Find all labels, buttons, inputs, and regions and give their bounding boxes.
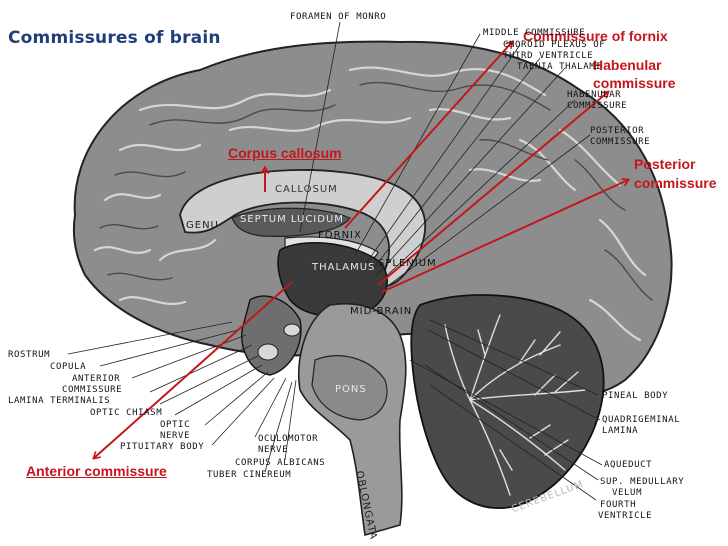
arbor-vitae: [444, 314, 586, 496]
label-quadrigeminal-line2: LAMINA: [602, 426, 639, 436]
annotation-commissure-of-fornix: Commissure of fornix: [523, 28, 668, 44]
hypothalamus-shape: [241, 295, 302, 376]
label-optic-chiasm: OPTIC CHIASM: [90, 408, 163, 418]
label-posterior-line2: COMMISSURE: [590, 137, 651, 147]
label-tuber-cinereum: TUBER CINEREUM: [207, 470, 292, 480]
label-middle-commissure: MIDDLE COMMISSURE: [483, 28, 586, 38]
label-velum-line2: VELUM: [612, 488, 643, 498]
leader-lines: [67, 21, 603, 501]
label-corpus-albicans: CORPUS ALBICANS: [235, 458, 326, 468]
arrow-habenular: [377, 92, 608, 286]
label-choroid-line1: CHOROID PLEXUS OF: [503, 40, 606, 50]
inner-label-splenium: SPLENIUM: [378, 258, 437, 269]
inner-label-pons: PONS: [335, 384, 367, 395]
label-optic-line2: NERVE: [160, 431, 191, 441]
annotation-corpus-callosum: Corpus callosum: [228, 145, 342, 161]
label-aqueduct: AQUEDUCT: [604, 460, 653, 470]
gyri-texture: [93, 66, 647, 342]
inner-label-septum-lucidum: SEPTUM LUCIDUM: [240, 214, 344, 225]
cerebellum-shape: [410, 294, 605, 509]
label-optic-line1: OPTIC: [160, 420, 191, 430]
sulci-texture: [99, 81, 653, 301]
label-copula: COPULA: [50, 362, 87, 372]
inner-label-callosum: CALLOSUM: [275, 184, 338, 195]
label-anterior-line1: ANTERIOR: [72, 374, 121, 384]
annotation-posterior-line2: commissure: [634, 175, 717, 191]
arrow-commissure-fornix: [344, 42, 512, 229]
inner-label-thalamus: THALAMUS: [312, 262, 376, 273]
pons-shape: [311, 355, 388, 421]
label-pituitary-body: PITUITARY BODY: [120, 442, 205, 452]
label-habenular-line1: HABENULAR: [567, 90, 622, 100]
annotation-habenular-line2: commissure: [593, 75, 676, 91]
septum-shape: [231, 207, 351, 237]
label-foramen-of-monro: FORAMEN OF MONRO: [290, 12, 387, 22]
label-quadrigeminal-line1: QUADRIGEMINAL: [602, 415, 681, 425]
annotation-posterior-line1: Posterior: [634, 156, 696, 172]
label-rostrum: ROSTRUM: [8, 350, 51, 360]
label-pineal-body: PINEAL BODY: [602, 391, 669, 401]
label-habenular-line2: COMMISSURE: [567, 101, 628, 111]
label-posterior-line1: POSTERIOR: [590, 126, 645, 136]
annotation-anterior-commissure: Anterior commissure: [26, 463, 167, 479]
annotation-habenular-line1: Habenular: [593, 57, 662, 73]
label-lamina-terminalis: LAMINA TERMINALIS: [8, 396, 111, 406]
arrow-anterior: [94, 281, 293, 458]
label-anterior-line2: COMMISSURE: [62, 385, 123, 395]
inner-label-fornix: FORNIX: [318, 230, 362, 241]
label-velum-line1: SUP. MEDULLARY: [600, 477, 685, 487]
page-title: Commissures of brain: [8, 28, 221, 48]
label-fourth-line2: VENTRICLE: [598, 511, 653, 521]
annotation-arrows: [94, 42, 628, 458]
inner-label-genu: GENU: [186, 220, 219, 231]
label-oculomotor-line2: NERVE: [258, 445, 289, 455]
label-fourth-line1: FOURTH: [600, 500, 637, 510]
label-choroid-line2: THIRD VENTRICLE: [503, 51, 594, 61]
label-taenia-thalami: TAENIA THALAMI: [517, 62, 602, 72]
label-oculomotor-line1: OCULOMOTOR: [258, 434, 319, 444]
arrow-posterior: [381, 180, 628, 293]
inner-label-midbrain: MID-BRAIN: [350, 306, 413, 317]
